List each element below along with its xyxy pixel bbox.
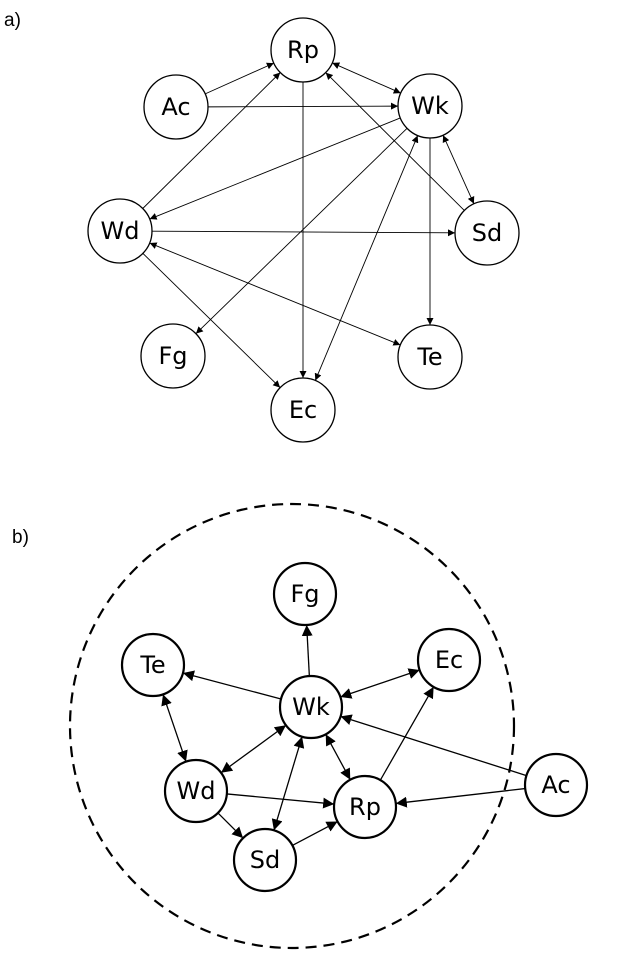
- node-label: Ec: [435, 646, 463, 674]
- node-circle: [270, 377, 336, 443]
- edge-ac-wk: [340, 714, 527, 777]
- node-label: Fg: [158, 342, 187, 370]
- edge-te-wd: [161, 694, 188, 762]
- edge-rp-ec: [379, 686, 435, 781]
- edge-wk-ec: [340, 668, 420, 699]
- node-circle: [332, 774, 398, 840]
- edge-ac-rp: [395, 787, 526, 808]
- node-label: Ec: [289, 396, 317, 424]
- node-circle: [140, 323, 206, 389]
- node-ac: Ac: [523, 752, 589, 818]
- node-ec: Ec: [416, 627, 482, 693]
- node-circle: [454, 200, 520, 266]
- node-label: Ac: [541, 771, 570, 799]
- node-circle: [232, 827, 298, 893]
- edge-wk-fg: [301, 624, 313, 677]
- node-circle: [523, 752, 589, 818]
- edge-wk-sd: [271, 736, 305, 831]
- node-sd: Sd: [454, 200, 520, 266]
- node-circle: [120, 632, 186, 698]
- edge-wk-sd: [442, 135, 475, 204]
- node-wk: Wk: [397, 73, 463, 139]
- node-label: Wk: [292, 693, 330, 721]
- node-sd: Sd: [232, 827, 298, 893]
- edge-sd-rp: [292, 820, 338, 847]
- node-circle: [270, 17, 336, 83]
- node-label: Sd: [250, 846, 280, 874]
- node-circle: [163, 758, 229, 824]
- edge-wk-fg: [195, 127, 408, 335]
- edge-wd-te: [149, 242, 401, 346]
- node-label: Ac: [161, 93, 190, 121]
- node-label: Wk: [411, 92, 449, 120]
- node-label: Te: [416, 343, 442, 371]
- node-circle: [143, 74, 209, 140]
- node-te: Te: [397, 324, 463, 390]
- edge-wk-rp: [325, 733, 351, 781]
- node-label: Sd: [472, 219, 502, 247]
- node-rp: Rp: [270, 17, 336, 83]
- edge-wk-wd: [149, 117, 401, 220]
- edge-wd-rp: [142, 72, 281, 209]
- edge-wk-te: [182, 670, 282, 700]
- node-ac: Ac: [143, 74, 209, 140]
- edge-rp-wk: [332, 62, 401, 94]
- node-rp: Rp: [332, 774, 398, 840]
- node-label: Rp: [349, 793, 381, 821]
- panel-b-edges: [161, 624, 527, 847]
- panel-b-label: b): [12, 527, 29, 548]
- node-fg: Fg: [272, 561, 338, 627]
- node-circle: [278, 674, 344, 740]
- node-ec: Ec: [270, 377, 336, 443]
- node-label: Te: [139, 651, 165, 679]
- node-label: Wd: [177, 777, 216, 805]
- node-circle: [397, 324, 463, 390]
- edge-ac-rp: [205, 62, 274, 95]
- edge-wk-wd: [220, 724, 287, 774]
- edge-wd-sd: [217, 812, 244, 839]
- panel-a-label: a): [4, 10, 21, 31]
- node-circle: [87, 198, 153, 264]
- node-circle: [397, 73, 463, 139]
- node-wd: Wd: [87, 198, 153, 264]
- node-label: Rp: [287, 36, 319, 64]
- node-wk: Wk: [278, 674, 344, 740]
- panel-a-edges: [142, 62, 475, 388]
- node-circle: [416, 627, 482, 693]
- node-label: Wd: [101, 217, 140, 245]
- edge-wd-sd: [151, 229, 456, 237]
- edge-wd-rp: [226, 793, 335, 809]
- node-fg: Fg: [140, 323, 206, 389]
- node-label: Fg: [290, 580, 319, 608]
- community-boundary: [68, 502, 516, 950]
- node-te: Te: [120, 632, 186, 698]
- node-circle: [272, 561, 338, 627]
- node-wd: Wd: [163, 758, 229, 824]
